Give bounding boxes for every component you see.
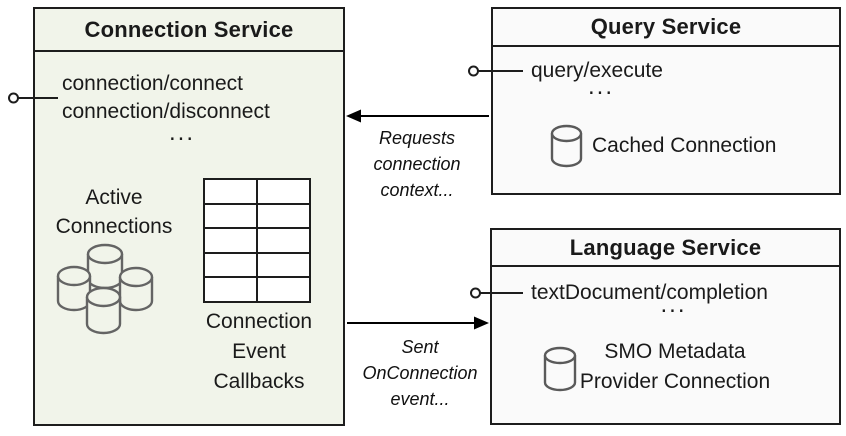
callback-table-cell	[258, 180, 309, 203]
smo-label-line: Provider Connection	[579, 370, 771, 393]
callbacks-line: Event	[232, 340, 286, 363]
requests-label-line: Requests	[378, 128, 456, 148]
active-connections-line: Active	[85, 186, 143, 209]
query-service-title: Query Service	[493, 9, 839, 47]
query-methods-ellipsis: ...	[587, 73, 614, 100]
language-service-box: Language Service	[490, 228, 841, 425]
method-textdocument-completion: textDocument/completion	[531, 281, 768, 304]
cached-connection-label: Cached Connection	[592, 134, 777, 157]
callback-table-cell	[205, 253, 256, 277]
requests-connection-arrow	[346, 109, 489, 123]
callback-table-cell	[205, 180, 256, 203]
requests-label-line: connection	[373, 154, 461, 174]
sent-label-line: event...	[390, 389, 450, 409]
connection-service-title: Connection Service	[35, 9, 343, 52]
requests-connection-context-label: Requests connection context...	[362, 125, 472, 203]
connection-methods-list: connection/connect connection/disconnect	[62, 70, 270, 126]
sent-label-line: Sent	[401, 337, 439, 357]
callbacks-line: Callbacks	[213, 370, 305, 393]
connection-event-callbacks-label: Connection Event Callbacks	[198, 307, 320, 397]
active-connections-label: Active Connections	[50, 183, 178, 241]
callback-table-cell	[258, 204, 309, 228]
method-query-execute: query/execute	[531, 59, 663, 82]
callback-table-cell	[258, 253, 309, 277]
requests-label-line: context...	[380, 180, 454, 200]
method-connection-disconnect: connection/disconnect	[62, 100, 270, 123]
connection-methods-ellipsis: ...	[168, 119, 195, 146]
language-service-title: Language Service	[492, 230, 839, 267]
callback-table	[203, 178, 311, 303]
callback-table-cell	[205, 229, 256, 252]
smo-metadata-provider-label: SMO Metadata Provider Connection	[558, 337, 792, 397]
smo-label-line: SMO Metadata	[604, 340, 746, 363]
query-service-box: Query Service	[491, 7, 841, 195]
language-methods-ellipsis: ...	[660, 291, 687, 318]
callback-table-cell	[258, 229, 309, 252]
callbacks-line: Connection	[205, 310, 313, 333]
sent-onconnection-event-label: Sent OnConnection event...	[354, 334, 486, 412]
callback-table-cell	[258, 278, 309, 301]
active-connections-line: Connections	[55, 215, 173, 238]
sent-label-line: OnConnection	[362, 363, 478, 383]
method-connection-connect: connection/connect	[62, 72, 243, 95]
callback-table-cell	[205, 278, 256, 301]
sent-onconnection-arrow	[347, 316, 489, 330]
callback-table-cell	[205, 204, 256, 228]
